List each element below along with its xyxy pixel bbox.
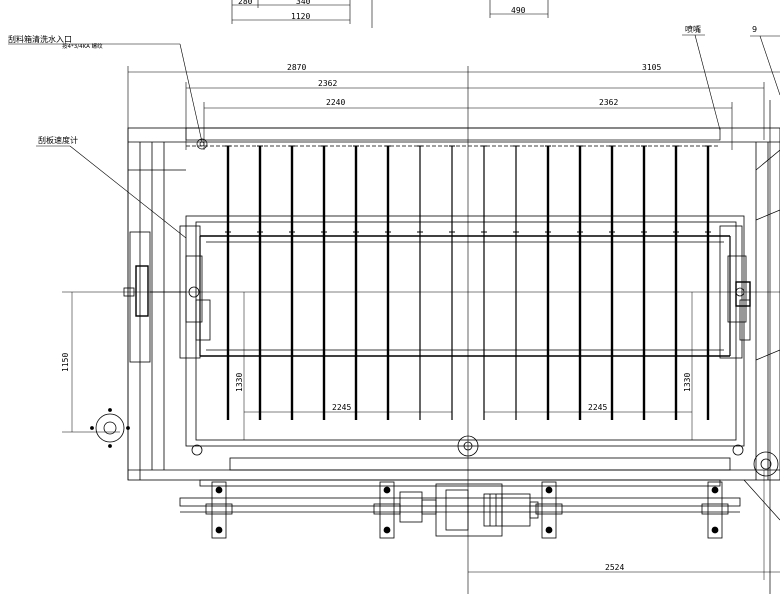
dim-bottom-left: 2245	[332, 403, 351, 412]
center-bottom-flange	[457, 435, 479, 457]
spray-tube	[385, 145, 391, 420]
dim-bottom-right: 2245	[588, 403, 607, 412]
spray-tube	[673, 145, 679, 420]
dim-span-right: 2362	[599, 98, 618, 107]
dim-inner-left: 2240	[326, 98, 345, 107]
dim-top-b: 340	[296, 0, 311, 6]
spray-tube	[257, 145, 263, 420]
spray-tube	[353, 145, 359, 420]
dim-span-left: 2362	[318, 79, 337, 88]
outer-frame	[127, 127, 780, 481]
leader-wash-water	[8, 43, 203, 143]
dim-vert-left: 1330	[235, 373, 244, 392]
spray-tube	[417, 145, 423, 420]
inner-frame	[185, 215, 745, 447]
spray-tube	[609, 145, 615, 420]
gear-motor	[399, 483, 539, 537]
right-drive-assembly	[719, 225, 751, 456]
dim-base-right: 2524	[605, 563, 624, 572]
dim-overall-left: 2870	[287, 63, 306, 72]
support-leg	[373, 481, 401, 539]
leader-nozzle	[682, 34, 721, 131]
spray-tube	[705, 145, 711, 420]
leader-scraper-speed	[36, 145, 187, 239]
left-flange	[90, 408, 203, 456]
support-legs	[205, 481, 729, 539]
label-part-number: 9	[752, 25, 757, 34]
spray-tube	[225, 145, 231, 420]
dim-top-right: 490	[511, 6, 526, 15]
dim-height-left: 1150	[61, 353, 70, 372]
support-leg	[535, 481, 563, 539]
dim-overall-right: 3105	[642, 63, 661, 72]
dim-vert-right: 1330	[683, 373, 692, 392]
spray-tube	[641, 145, 647, 420]
label-scraper-speed: 刮板速度计	[38, 135, 78, 145]
support-leg	[701, 481, 729, 539]
spray-tubes	[225, 145, 711, 420]
label-wash-water-thread: 按4*3/4KA 螺纹	[62, 42, 103, 50]
right-flange	[753, 451, 779, 477]
spray-tube	[449, 145, 455, 420]
dim-top-a: 280	[238, 0, 253, 6]
spray-tube	[513, 145, 519, 420]
spray-tube	[321, 145, 327, 420]
label-wash-water-inlet: 刮料箱清洗水入口	[8, 34, 72, 44]
spray-tube	[545, 145, 551, 420]
left-drive-assembly	[123, 225, 211, 363]
leader-part-number	[750, 35, 780, 96]
label-nozzle: 喷嘴	[685, 24, 701, 34]
bottom-dimension	[468, 470, 780, 580]
support-leg	[205, 481, 233, 539]
top-dimension-group	[231, 0, 549, 28]
dim-top-c: 1120	[291, 12, 310, 21]
center-lines	[62, 291, 780, 433]
spray-tube	[481, 145, 487, 420]
spray-tube	[289, 145, 295, 420]
base-beam	[179, 457, 741, 513]
right-edge-frame	[743, 100, 780, 594]
inner-vertical-dims	[243, 292, 693, 440]
spray-tube	[577, 145, 583, 420]
